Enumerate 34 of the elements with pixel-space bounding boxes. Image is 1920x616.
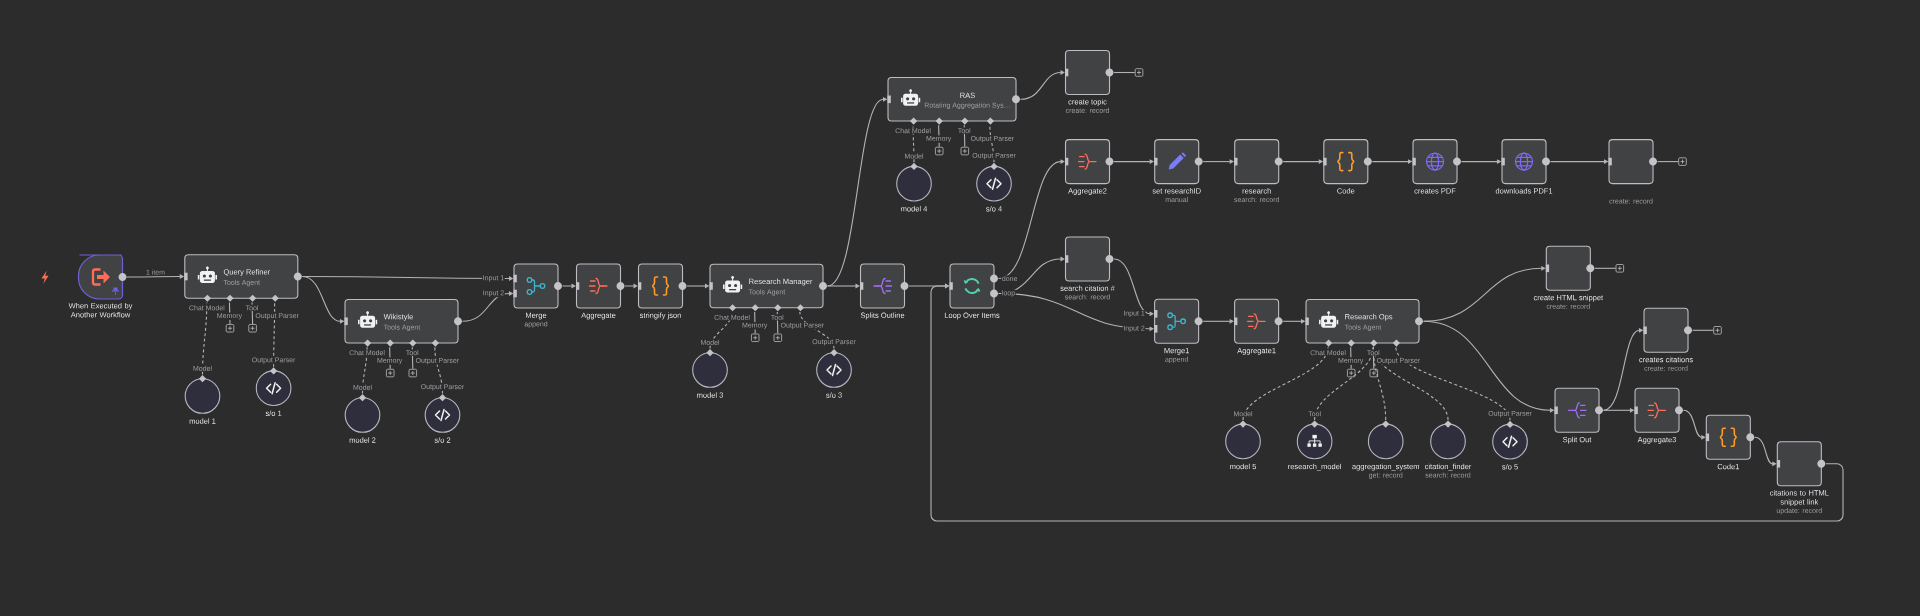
add-button <box>751 333 760 342</box>
add-button <box>248 324 257 333</box>
dashed-connector <box>273 301 276 368</box>
add-button <box>225 324 235 333</box>
add-button <box>408 368 417 378</box>
add-button <box>935 146 944 156</box>
arrow <box>827 283 860 289</box>
add-button <box>1713 326 1722 335</box>
add-button <box>386 368 395 378</box>
dashed-connector <box>799 311 835 350</box>
add-button <box>1678 157 1687 166</box>
arrow <box>1202 318 1234 324</box>
connector <box>1594 267 1617 269</box>
arrow <box>998 159 1065 280</box>
arrow <box>562 283 576 289</box>
connector <box>1692 329 1714 331</box>
connector <box>1657 161 1679 163</box>
add-button <box>1347 368 1356 378</box>
dashed-connector <box>201 301 208 376</box>
connector <box>1113 71 1136 74</box>
add-button <box>773 333 782 342</box>
add-button <box>1134 68 1144 77</box>
dashed-connector <box>434 346 444 395</box>
add-button <box>1369 368 1378 378</box>
dashed-connector <box>989 124 995 163</box>
arrow <box>1423 265 1546 322</box>
add-button <box>1615 264 1624 273</box>
arrow <box>1020 70 1065 100</box>
add-button <box>960 146 969 156</box>
dashed-connector <box>1395 346 1511 421</box>
arrow <box>1683 409 1706 440</box>
arrow <box>624 283 638 289</box>
dashed-connector <box>1242 346 1329 421</box>
dashed-connector <box>361 346 368 395</box>
